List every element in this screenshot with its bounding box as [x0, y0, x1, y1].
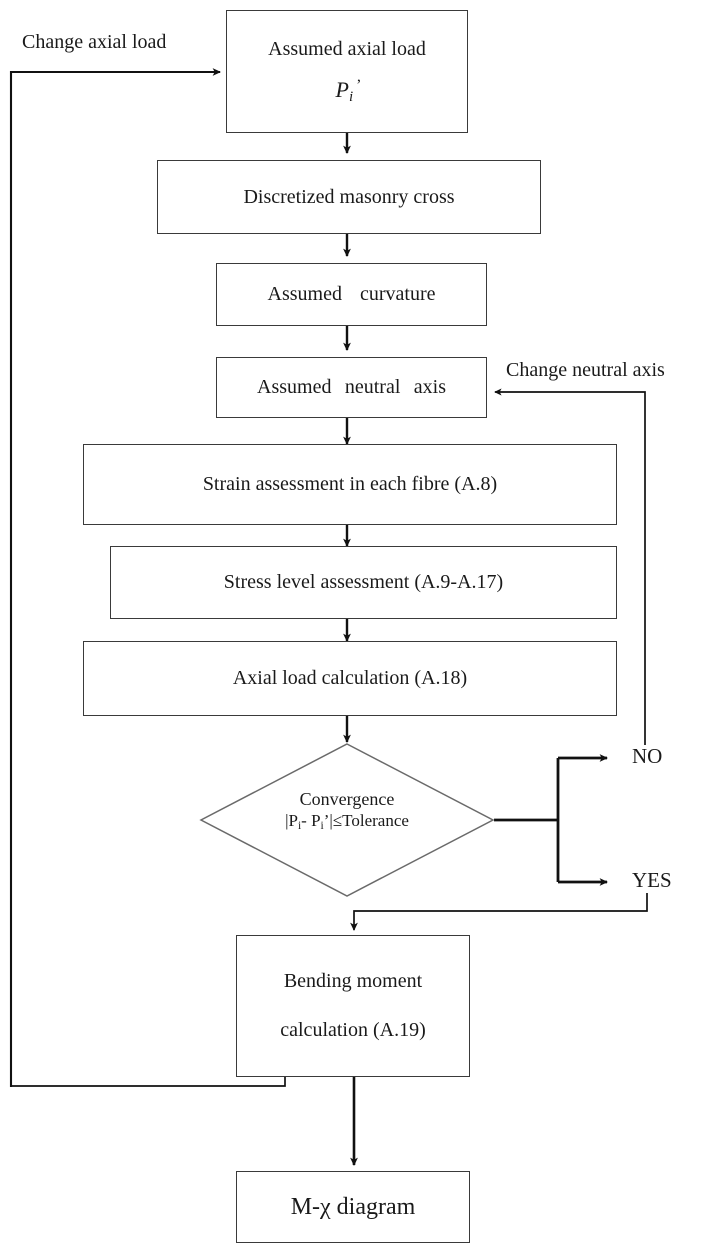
assumed-neutral-axis-label: Assumed neutral axis — [257, 375, 446, 400]
assumed-axial-load-symbol: Pi’ — [335, 76, 362, 107]
label-change-neutral-axis: Change neutral axis — [506, 359, 665, 381]
node-strain-assessment[interactable]: Strain assessment in each fibre (A.8) — [83, 444, 617, 525]
edge-yes-to-bending — [350, 893, 648, 931]
discretized-label: Discretized masonry cross — [243, 185, 455, 208]
convergence-diamond-shape — [199, 743, 495, 897]
convergence-prefix: |P — [285, 810, 298, 830]
node-stress-level-assessment[interactable]: Stress level assessment (A.9-A.17) — [110, 546, 617, 619]
bending-moment-line1: Bending moment — [283, 970, 423, 992]
assumed-neutral-axis-word2: neutral — [344, 376, 401, 398]
m-chi-diagram-label: M-χ diagram — [290, 1194, 416, 1220]
bending-moment-line2: calculation (A.19) — [280, 1019, 426, 1041]
label-branch-no: NO — [632, 744, 663, 768]
symbol-P: P — [335, 76, 349, 102]
assumed-neutral-axis-word3: axis — [413, 376, 446, 398]
edge-bending-feedback — [11, 1077, 286, 1087]
convergence-sub2: i — [320, 819, 324, 833]
symbol-P-prime: ’ — [356, 76, 362, 94]
assumed-curvature-word2: curvature — [359, 283, 436, 305]
strain-assessment-label: Strain assessment in each fibre (A.8) — [202, 473, 498, 495]
node-axial-load-calculation[interactable]: Axial load calculation (A.18) — [83, 641, 617, 716]
assumed-neutral-axis-word1: Assumed — [257, 376, 332, 398]
node-discretized-masonry-cross[interactable]: Discretized masonry cross — [157, 160, 541, 234]
node-assumed-curvature[interactable]: Assumed curvature — [216, 263, 487, 326]
assumed-axial-load-line1: Assumed axial load — [268, 37, 426, 60]
convergence-sub1: i — [297, 819, 302, 833]
axial-load-calc-label: Axial load calculation (A.18) — [232, 667, 468, 689]
node-m-chi-diagram[interactable]: M-χ diagram — [236, 1171, 470, 1243]
convergence-line2: |Pi- Pi’|≤Tolerance — [199, 811, 495, 833]
label-branch-yes: YES — [632, 868, 672, 892]
label-change-axial-load: Change axial load — [22, 31, 167, 53]
convergence-text: Convergence |Pi- Pi’|≤Tolerance — [199, 789, 495, 833]
convergence-suffix: ’|≤Tolerance — [323, 810, 409, 830]
stress-level-label: Stress level assessment (A.9-A.17) — [223, 571, 504, 593]
node-convergence-decision[interactable]: Convergence |Pi- Pi’|≤Tolerance — [199, 742, 495, 898]
node-assumed-neutral-axis[interactable]: Assumed neutral axis — [216, 357, 487, 418]
symbol-P-subscript: i — [348, 88, 354, 105]
assumed-curvature-label: Assumed curvature — [268, 282, 436, 307]
node-bending-moment[interactable]: Bending moment calculation (A.19) — [236, 935, 470, 1077]
convergence-line1: Convergence — [299, 789, 395, 809]
assumed-curvature-word1: Assumed — [267, 283, 342, 305]
convergence-mid: - P — [301, 810, 321, 830]
node-assumed-axial-load[interactable]: Assumed axial load Pi’ — [226, 10, 468, 133]
